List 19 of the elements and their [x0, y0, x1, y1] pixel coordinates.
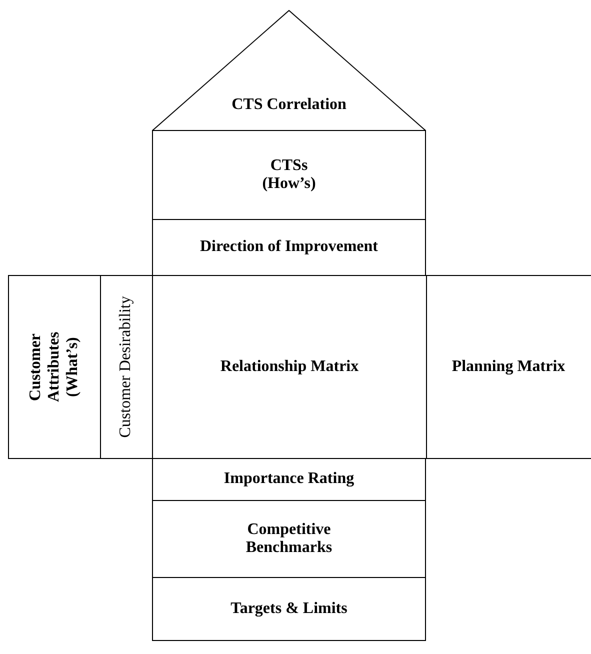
matrix-section	[426, 275, 591, 459]
matrix-section	[152, 458, 426, 501]
matrix-section	[8, 275, 101, 459]
section-label: Customer Attributes (What’s)	[26, 330, 82, 404]
section-label: Importance Rating	[224, 470, 354, 489]
matrix-section	[152, 130, 426, 220]
section-label: Customer Desirability	[117, 296, 136, 438]
matrix-section	[152, 577, 426, 641]
section-label: CTS Correlation	[232, 96, 346, 115]
matrix-section	[100, 275, 153, 459]
section-label: Competitive Benchmarks	[244, 520, 334, 558]
section-label: CTSs (How’s)	[261, 156, 317, 194]
section-label: Planning Matrix	[452, 358, 566, 376]
section-label: Direction of Improvement	[200, 238, 378, 257]
roof-section	[152, 10, 426, 131]
matrix-section	[152, 219, 426, 276]
matrix-section	[152, 500, 426, 578]
section-label: Relationship Matrix	[220, 358, 359, 376]
section-label: Targets & Limits	[230, 600, 348, 618]
